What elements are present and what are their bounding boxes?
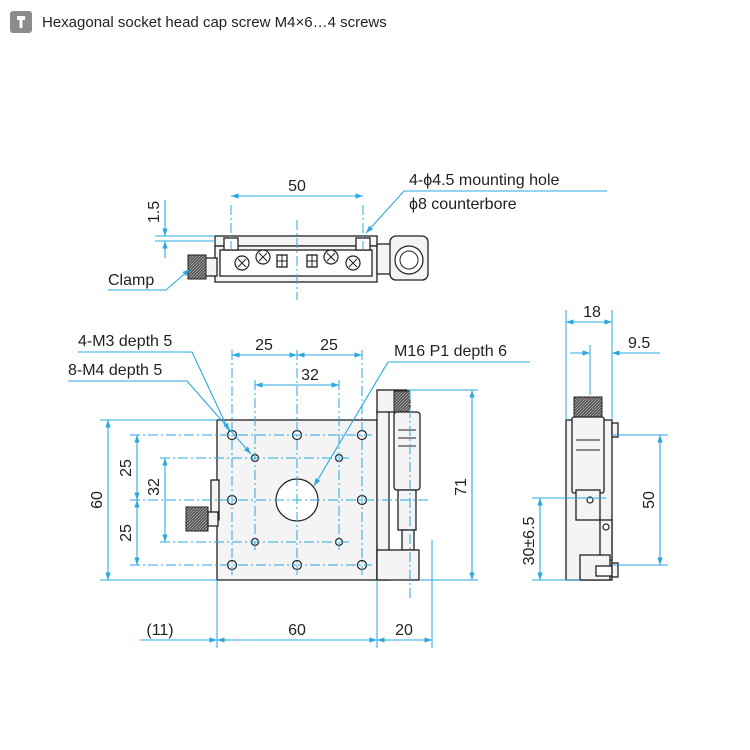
- end-thimble: [573, 396, 603, 418]
- screw-info-icon: [10, 11, 32, 33]
- dim-top-25-right: 25: [320, 337, 338, 354]
- dim-left-25-upper: 25: [118, 459, 135, 477]
- m3-depth-label: 4-M3 depth 5: [78, 333, 172, 350]
- micrometer-barrel: [393, 411, 421, 491]
- dim-end-9-5: 9.5: [628, 335, 650, 352]
- micrometer-base-block: [376, 549, 420, 581]
- side-clamp-stem: [204, 257, 218, 277]
- end-view: 18 9.5 50 30±6.5: [521, 304, 668, 581]
- counterbore-label: ϕ8 counterbore: [409, 196, 517, 213]
- dim-top-32: 32: [301, 367, 319, 384]
- clamp-neck-top: [207, 511, 219, 527]
- side-micrometer-inner: [399, 250, 419, 270]
- micrometer-spindle: [401, 529, 415, 551]
- side-bearing-balls: [234, 249, 361, 271]
- end-tab-bottom: [611, 562, 619, 578]
- dim-end-18: 18: [583, 304, 601, 321]
- dim-side-50: 50: [288, 178, 306, 195]
- end-sleeve: [575, 489, 601, 521]
- micrometer-sleeve: [397, 489, 417, 531]
- dim-end-50: 50: [641, 491, 658, 509]
- end-slide-hole: [602, 523, 610, 531]
- dim-side-1-5: 1.5: [146, 201, 163, 223]
- dim-bottom-60: 60: [288, 622, 306, 639]
- dim-left-32: 32: [146, 478, 163, 496]
- dim-end-30: 30±6.5: [521, 516, 538, 565]
- side-top-plate: [214, 235, 378, 247]
- end-base-slot: [595, 565, 613, 577]
- clamp-label: Clamp: [108, 272, 154, 289]
- m4-depth-label: 8-M4 depth 5: [68, 362, 162, 379]
- side-mount-block: [376, 243, 392, 275]
- dim-left-60: 60: [89, 491, 106, 509]
- dim-bottom-20: 20: [395, 622, 413, 639]
- end-barrel: [571, 416, 605, 494]
- side-view: 50 1.5 4-ϕ4.5 mounting hole ϕ8 counterbo…: [108, 172, 607, 300]
- dim-right-71: 71: [453, 478, 470, 496]
- header-title: Hexagonal socket head cap screw M4×6…4 s…: [42, 13, 387, 31]
- end-tab-top: [611, 422, 619, 438]
- top-view: 25 25 32 60 25 25 32 71 (11) 60 20 4-: [68, 333, 530, 648]
- side-micrometer-hole: [394, 245, 424, 275]
- clamp-knob-top: [185, 506, 209, 532]
- dim-left-25-lower: 25: [118, 524, 135, 542]
- m16-depth-label: M16 P1 depth 6: [394, 343, 507, 360]
- mounting-hole-label: 4-ϕ4.5 mounting hole: [409, 172, 559, 189]
- dim-top-25-left: 25: [255, 337, 273, 354]
- header: Hexagonal socket head cap screw M4×6…4 s…: [10, 10, 387, 34]
- dim-bottom-11: (11): [146, 622, 173, 639]
- clamp-knob: [187, 254, 207, 280]
